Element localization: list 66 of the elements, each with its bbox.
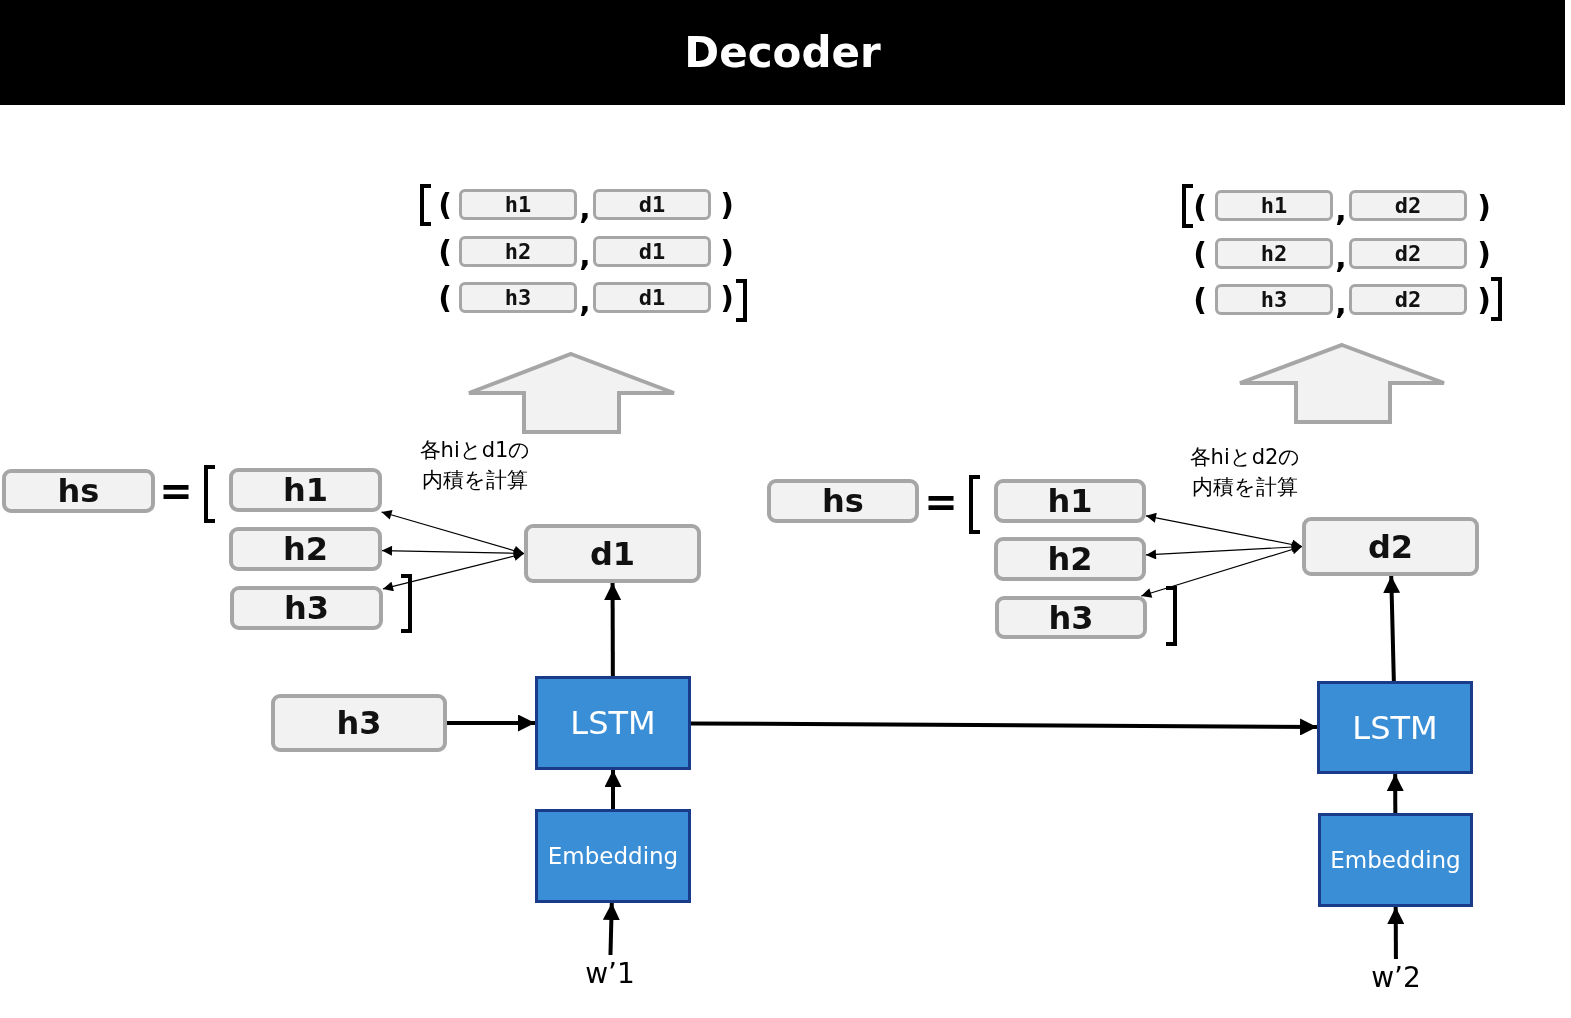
vector-box: h2 bbox=[1215, 238, 1333, 269]
parenthesis: ) bbox=[720, 233, 734, 269]
vector-box: d1 bbox=[593, 236, 711, 267]
comma: , bbox=[579, 190, 591, 226]
comma: , bbox=[579, 237, 591, 273]
vector-box: d2 bbox=[1302, 517, 1479, 576]
arrow bbox=[1383, 575, 1401, 682]
lstm-block: LSTM bbox=[535, 676, 691, 770]
vector-box: h2 bbox=[229, 527, 382, 571]
parenthesis: ( bbox=[1193, 188, 1207, 224]
vector-box: d2 bbox=[1349, 284, 1467, 315]
parenthesis: ) bbox=[1477, 188, 1491, 224]
arrow bbox=[604, 770, 622, 809]
title-bar: Decoder bbox=[0, 0, 1565, 105]
arrow bbox=[604, 583, 622, 676]
arrow bbox=[1140, 544, 1303, 598]
vector-box: d1 bbox=[524, 524, 701, 583]
parenthesis: ( bbox=[438, 233, 452, 269]
arrow bbox=[1386, 774, 1404, 813]
input-token-label: w’2 bbox=[1371, 959, 1421, 995]
vector-box: d1 bbox=[593, 189, 711, 220]
arrow bbox=[691, 718, 1317, 736]
vector-box: h1 bbox=[459, 189, 577, 220]
vector-box: h3 bbox=[995, 596, 1147, 639]
arrow bbox=[381, 545, 525, 559]
vector-box: h2 bbox=[459, 236, 577, 267]
parenthesis: ( bbox=[1193, 281, 1207, 317]
vector-box: h1 bbox=[1215, 190, 1333, 221]
arrow bbox=[602, 902, 620, 956]
vector-box: h3 bbox=[271, 694, 447, 752]
equals-sign: = bbox=[159, 468, 193, 514]
parenthesis: ) bbox=[1477, 281, 1491, 317]
embedding-block: Embedding bbox=[535, 809, 691, 903]
parenthesis: ) bbox=[720, 186, 734, 222]
arrow bbox=[1387, 907, 1405, 959]
vector-box: hs bbox=[2, 469, 155, 513]
parenthesis: ) bbox=[720, 279, 734, 315]
lstm-block: LSTM bbox=[1317, 681, 1473, 774]
arrow bbox=[380, 510, 525, 556]
vector-box: hs bbox=[767, 479, 919, 523]
comma: , bbox=[579, 283, 591, 319]
arrow bbox=[1145, 542, 1303, 560]
parenthesis: ) bbox=[1477, 235, 1491, 271]
vector-box: d1 bbox=[593, 282, 711, 313]
parenthesis: ( bbox=[1193, 235, 1207, 271]
vector-box: d2 bbox=[1349, 190, 1467, 221]
vector-box: d2 bbox=[1349, 238, 1467, 269]
embedding-block: Embedding bbox=[1318, 813, 1473, 907]
vector-box: h3 bbox=[1215, 284, 1333, 315]
arrow bbox=[1145, 512, 1303, 550]
equals-sign: = bbox=[924, 479, 958, 525]
input-token-label: w’1 bbox=[585, 955, 635, 991]
vector-box: h3 bbox=[230, 586, 383, 630]
arrow bbox=[382, 551, 525, 592]
parenthesis: ( bbox=[438, 186, 452, 222]
arrow bbox=[447, 714, 535, 732]
comma: , bbox=[1335, 239, 1347, 275]
vector-box: h3 bbox=[459, 282, 577, 313]
vector-box: h1 bbox=[229, 468, 382, 512]
comma: , bbox=[1335, 285, 1347, 321]
vector-box: h2 bbox=[994, 537, 1146, 581]
parenthesis: ( bbox=[438, 279, 452, 315]
vector-box: h1 bbox=[994, 479, 1146, 523]
annotation-text: 各hiとd2の内積を計算 bbox=[1188, 444, 1302, 501]
annotation-text: 各hiとd1の内積を計算 bbox=[418, 437, 532, 494]
comma: , bbox=[1335, 192, 1347, 228]
